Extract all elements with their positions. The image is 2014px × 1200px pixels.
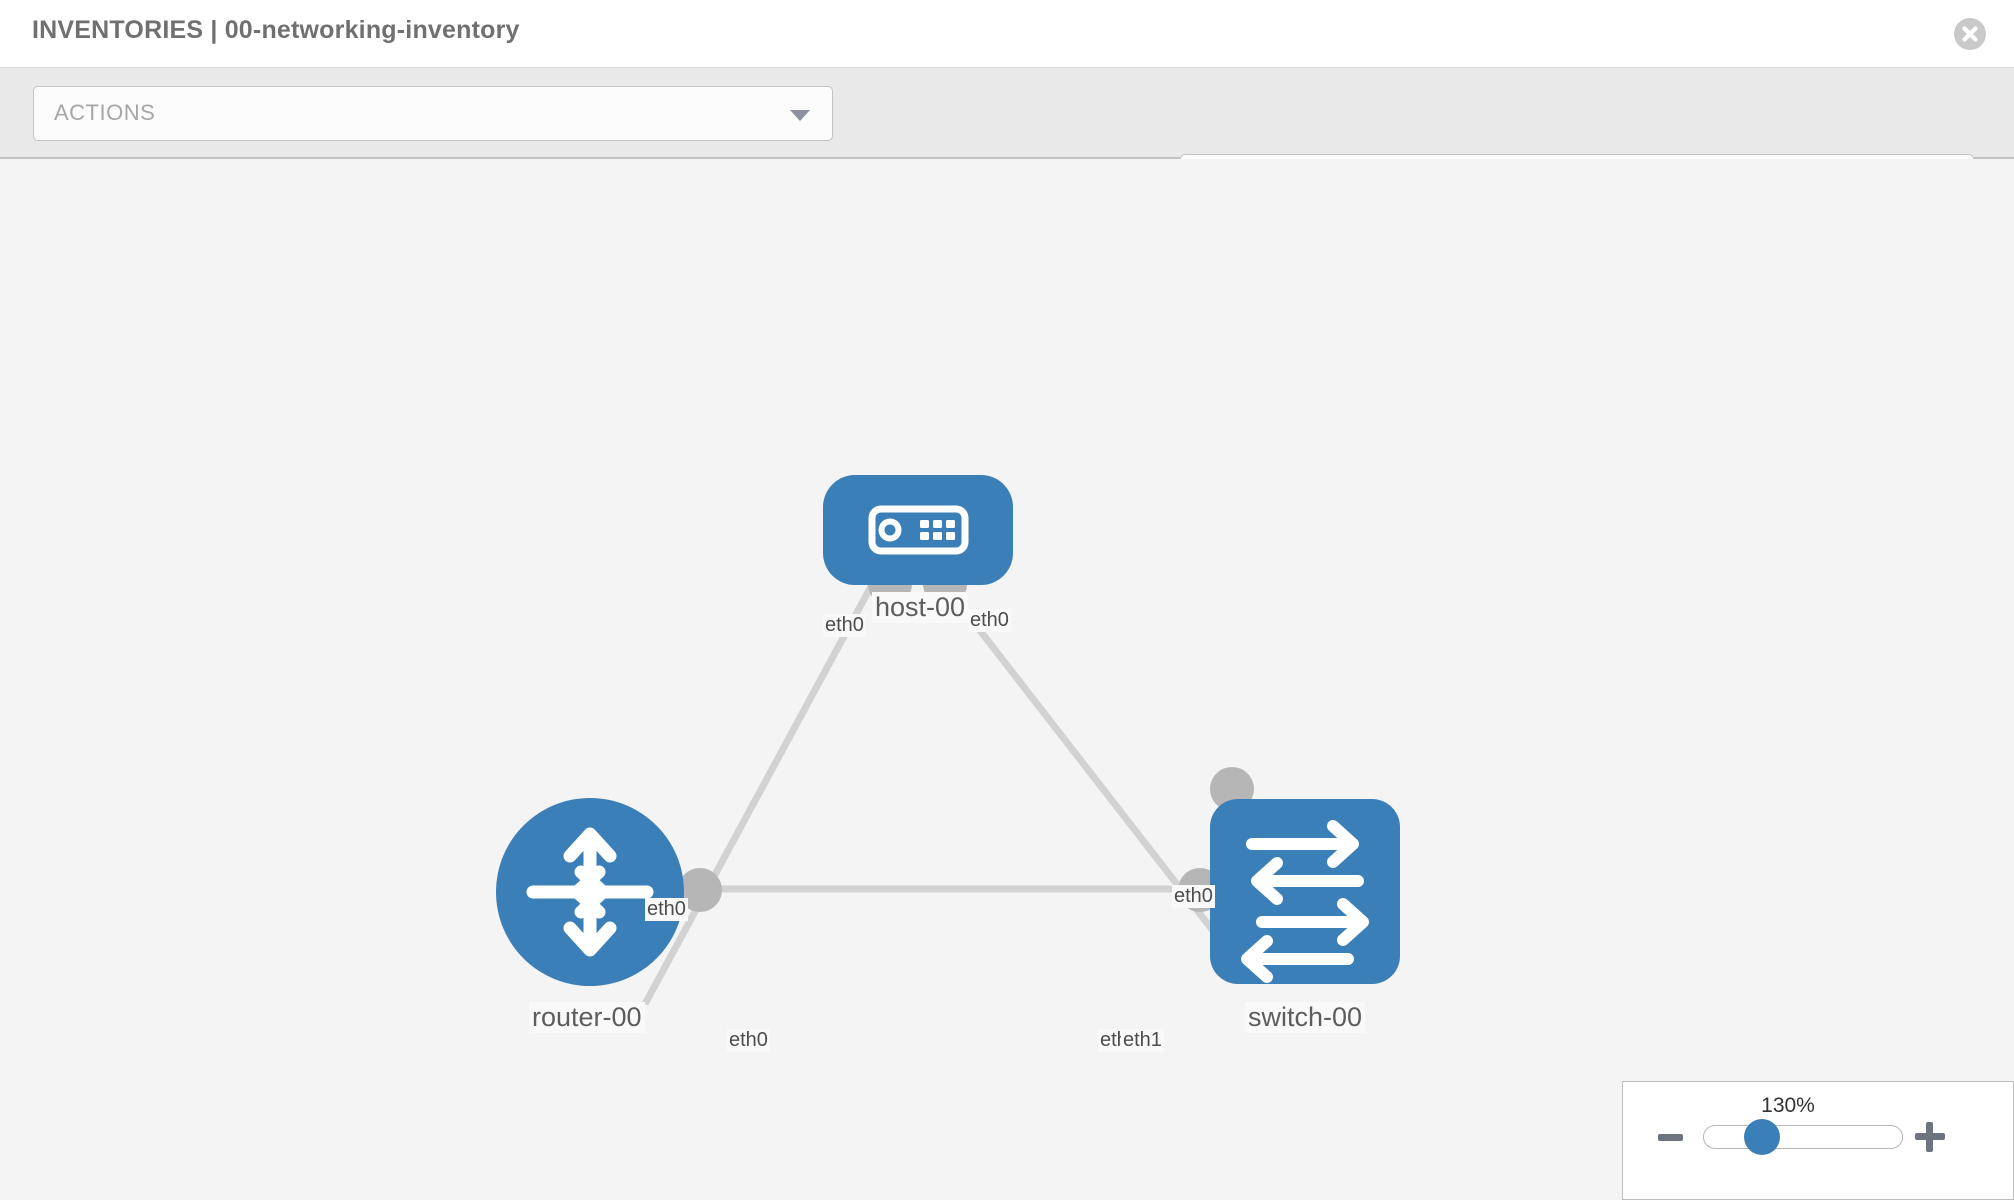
node-label-host-00: host-00 [872,592,969,623]
zoom-in-button[interactable] [1915,1122,1945,1152]
close-icon[interactable] [1954,18,1986,50]
topology-canvas[interactable]: host-00 router-00 switch-00 eth0 eth0 et… [0,159,2014,1200]
node-switch-00[interactable] [1210,799,1400,984]
chevron-down-icon [790,110,810,121]
port-label-host-right: eth0 [968,609,1011,632]
topology-graph [496,475,1400,1006]
zoom-slider-handle[interactable] [1744,1119,1780,1155]
node-label-router-00: router-00 [529,1002,645,1033]
toolbar: ACTIONS SEARCH [0,68,2014,209]
actions-dropdown-label: ACTIONS [54,100,156,125]
node-host-00[interactable] [823,475,1013,585]
port-label-router-right: eth0 [727,1029,770,1052]
link-host-router [641,577,879,1006]
page-title: INVENTORIES | 00-networking-inventory [32,16,520,44]
zoom-control-panel: 130% [1622,1081,2014,1200]
port-label-switch-up: eth0 [1172,885,1215,908]
port-label-router-up: eth0 [645,898,688,921]
zoom-out-button[interactable] [1658,1134,1683,1141]
port-label-switch-left: eth1 [1121,1029,1164,1052]
zoom-slider-track[interactable] [1703,1125,1903,1149]
zoom-level-value: 130% [1761,1094,1815,1117]
node-label-switch-00: switch-00 [1245,1002,1366,1033]
node-router-00[interactable] [496,798,684,986]
port-label-host-left: eth0 [823,614,866,637]
actions-dropdown[interactable]: ACTIONS [33,86,833,141]
page-header: INVENTORIES | 00-networking-inventory [0,0,2014,68]
